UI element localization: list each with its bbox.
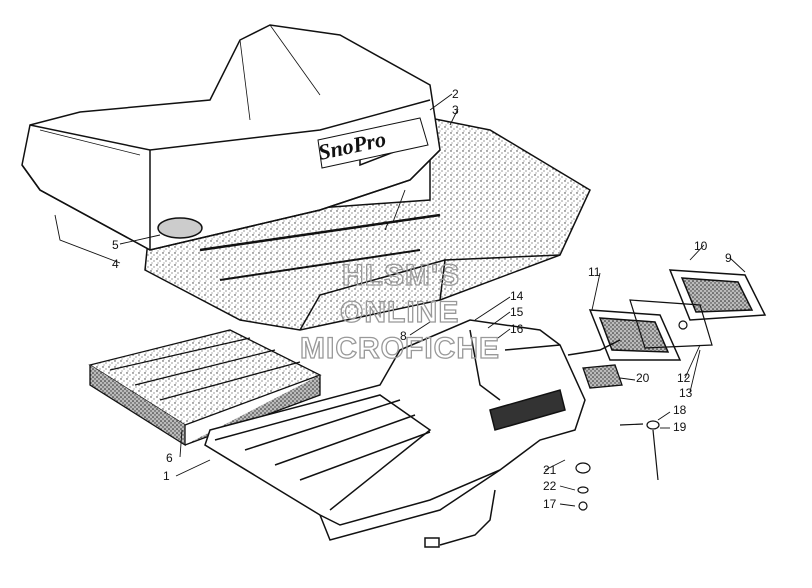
callout-20: 20 (636, 371, 650, 385)
callout-22: 22 (543, 479, 557, 493)
callout-1: 1 (163, 469, 170, 483)
callout-10: 10 (694, 239, 708, 253)
callout-15: 15 (510, 305, 524, 319)
tail-light-housing (567, 309, 682, 361)
leader-lines (54, 93, 746, 507)
wire-harness (424, 489, 496, 548)
callout-4: 4 (112, 257, 119, 271)
foam-block (582, 364, 623, 389)
gasket (629, 299, 713, 349)
callout-8: 8 (400, 329, 407, 343)
foam-pad (88, 329, 322, 447)
callout-13: 13 (679, 386, 693, 400)
hardware (575, 320, 688, 511)
watermark-line-1: HLSM'S (342, 259, 460, 292)
watermark-line-2: ONLINE (340, 296, 459, 329)
callout-5: 5 (112, 238, 119, 252)
callout-18: 18 (673, 403, 687, 417)
callout-12: 12 (677, 371, 691, 385)
callout-2: 2 (452, 87, 459, 101)
callout-21: 21 (543, 463, 557, 477)
callout-7: 7 (383, 219, 390, 233)
watermark: HLSM'S ONLINE MICROFICHE (299, 258, 500, 365)
tail-light-lens (668, 269, 767, 321)
callout-11: 11 (588, 265, 601, 279)
callout-6: 6 (166, 451, 173, 465)
callout-14: 14 (510, 289, 524, 303)
watermark-line-3: MICROFICHE (300, 332, 500, 365)
tail-section (204, 319, 586, 541)
callout-17: 17 (543, 497, 557, 511)
callout-16: 16 (510, 322, 524, 336)
callout-19: 19 (673, 420, 687, 434)
callout-9: 9 (725, 251, 732, 265)
callout-3: 3 (452, 103, 459, 117)
callout-labels: 1 2 3 4 5 6 7 8 9 10 11 12 13 14 15 16 1… (112, 87, 732, 511)
